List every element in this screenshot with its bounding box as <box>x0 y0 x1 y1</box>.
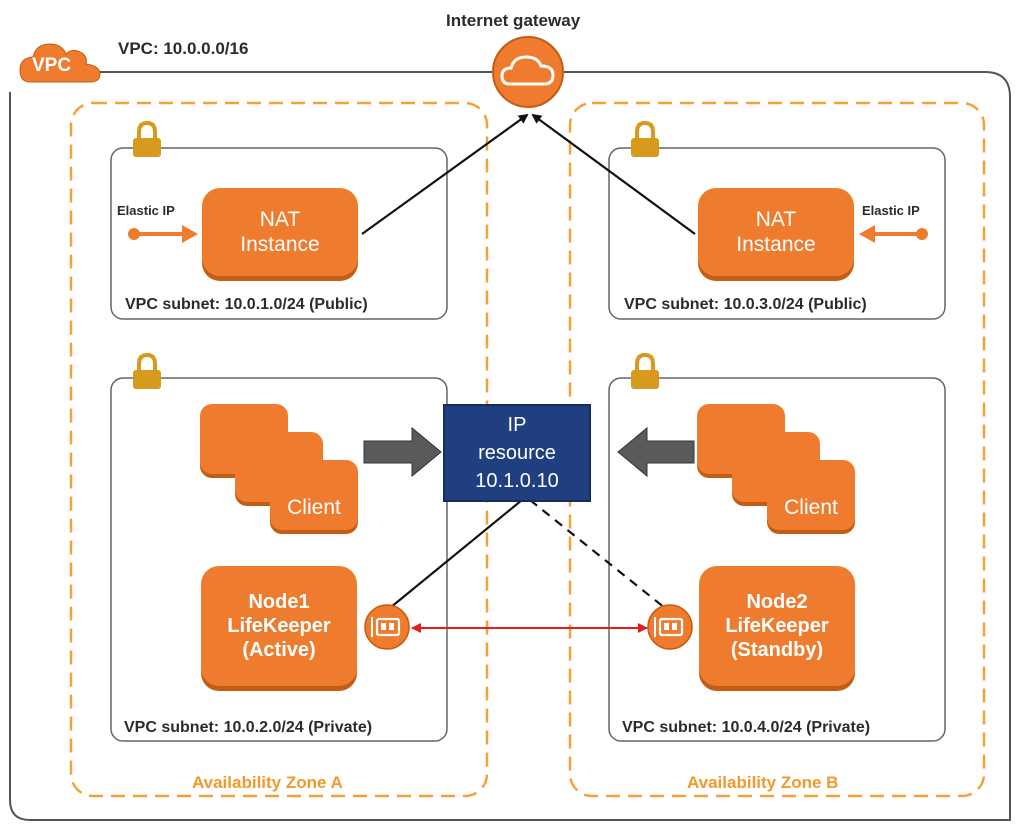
subnet-a-public-label: VPC subnet: 10.0.1.0/24 (Public) <box>125 296 368 313</box>
elastic-ip-a-connector <box>128 225 198 243</box>
nat-b-line2: Instance <box>736 233 816 256</box>
client-a-label: Client <box>287 496 341 519</box>
ip-resource-line3: 10.1.0.10 <box>475 470 559 492</box>
subnet-b-private-label: VPC subnet: 10.0.4.0/24 (Private) <box>622 719 871 736</box>
nat-instance-b: NAT Instance <box>698 188 854 276</box>
node1-line2: LifeKeeper <box>227 615 331 637</box>
client-a-stack: Client <box>200 404 360 539</box>
client-b-stack: Client <box>697 404 857 539</box>
vpc-badge: VPC <box>32 55 72 76</box>
internet-gateway-label: Internet gateway <box>446 11 581 30</box>
ip-to-node1-link <box>384 499 523 613</box>
subnet-b-public-label: VPC subnet: 10.0.3.0/24 (Public) <box>624 296 867 313</box>
ip-to-node2-link <box>529 499 671 613</box>
nat-b-to-gateway-arrow <box>531 113 696 235</box>
client-b-label: Client <box>784 496 838 519</box>
ip-resource: IP resource 10.1.0.10 <box>443 404 591 502</box>
elastic-ip-b-label: Elastic IP <box>862 203 920 218</box>
lock-icon <box>133 352 161 389</box>
ip-resource-line2: resource <box>478 442 556 464</box>
vpc-cloud-icon <box>19 43 101 83</box>
client-a-card: Client <box>270 460 358 530</box>
elastic-ip-b-connector <box>859 225 928 243</box>
node1-lifekeeper: Node1 LifeKeeper (Active) <box>201 566 357 686</box>
node2-line1: Node2 <box>746 591 808 613</box>
client-b-card: Client <box>767 460 855 530</box>
availability-zone-b-label: Availability Zone B <box>687 773 839 792</box>
availability-zone-a-label: Availability Zone A <box>192 773 343 792</box>
network-adapter-icon <box>364 604 410 650</box>
nat-a-line1: NAT <box>259 207 301 231</box>
node2-line2: LifeKeeper <box>725 615 829 637</box>
nat-b-line1: NAT <box>755 207 797 231</box>
subnet-b-private <box>608 377 946 742</box>
vpc-label: VPC: 10.0.0.0/16 <box>118 39 249 58</box>
lock-icon <box>133 120 161 157</box>
node1-line1: Node1 <box>248 591 310 613</box>
lock-icon <box>631 120 659 157</box>
node2-line3: (Standby) <box>730 639 824 661</box>
nat-a-to-gateway-arrow <box>361 113 529 235</box>
node1-line3: (Active) <box>242 639 316 661</box>
network-adapter-icon <box>647 604 693 650</box>
client-b-to-ip-arrow <box>617 426 695 478</box>
ip-resource-line1: IP <box>507 414 527 436</box>
subnet-a-private <box>110 377 448 742</box>
internet-gateway-icon <box>492 36 564 108</box>
subnet-a-private-label: VPC subnet: 10.0.2.0/24 (Private) <box>124 719 373 736</box>
lock-icon <box>631 352 659 389</box>
nat-a-line2: Instance <box>240 233 320 256</box>
node2-lifekeeper: Node2 LifeKeeper (Standby) <box>699 566 855 686</box>
nat-instance-a: NAT Instance <box>202 188 358 276</box>
vpc-boundary <box>9 71 1011 821</box>
client-a-to-ip-arrow <box>363 426 442 478</box>
elastic-ip-a-label: Elastic IP <box>117 203 175 218</box>
